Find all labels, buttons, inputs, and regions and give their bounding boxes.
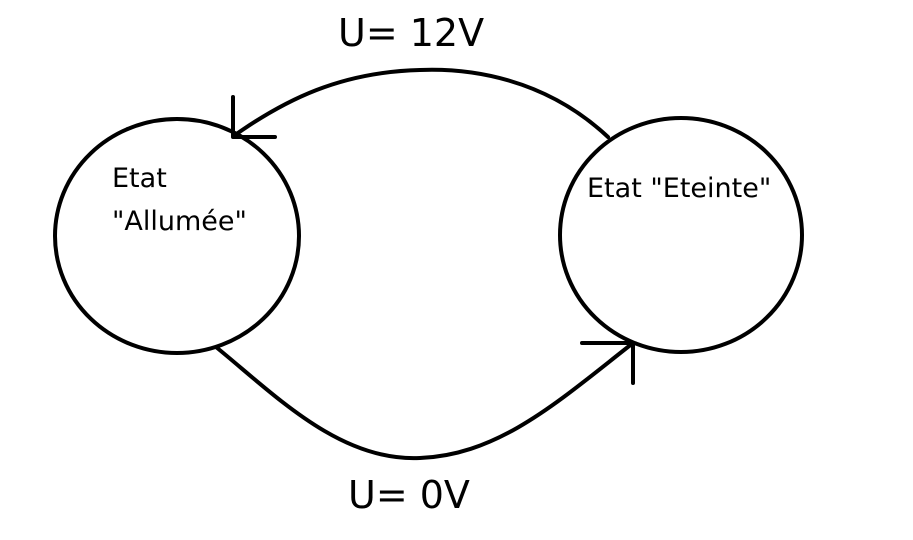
arrowhead-to-allumee (231, 95, 277, 139)
transition-label-0v: U= 0V (348, 473, 470, 517)
state-label-allumee-line1: Etat (112, 163, 167, 194)
state-label-eteinte: Etat "Eteinte" (587, 173, 771, 204)
transition-label-12v: U= 12V (338, 11, 484, 55)
arrowhead-to-eteinte (580, 341, 635, 385)
state-label-allumee-line2: "Allumée" (112, 206, 247, 237)
state-circle-allumee (53, 117, 301, 355)
transition-arc-to-allumee (233, 67, 610, 139)
transition-arc-to-eteinte (214, 341, 635, 461)
state-circle-eteinte (558, 116, 804, 354)
